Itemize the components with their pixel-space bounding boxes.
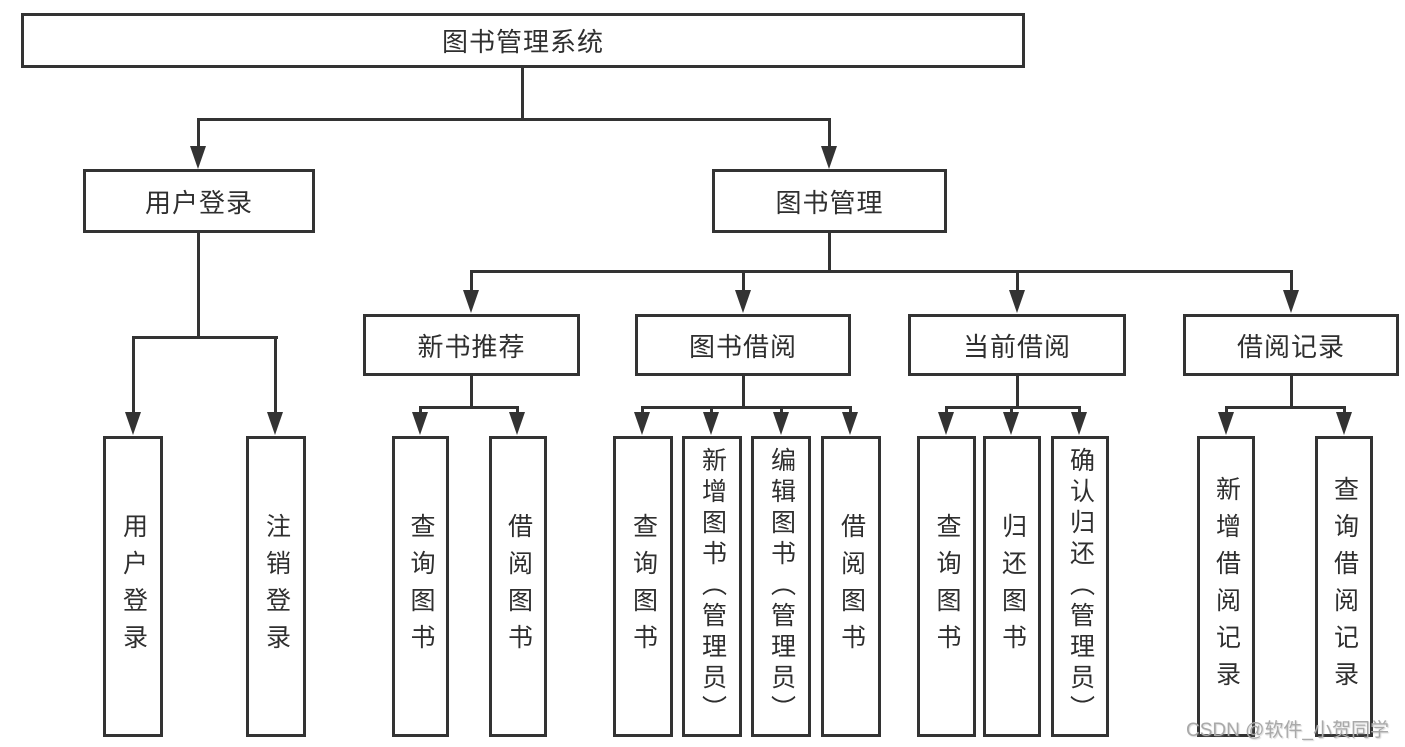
- connector-bookmgmt-drop1: [470, 270, 473, 292]
- connector-newbook-stem: [470, 376, 473, 408]
- down-arrow-icon: [463, 290, 479, 313]
- down-arrow-icon: [634, 412, 650, 435]
- node-leaf-logout: 注销登录: [246, 436, 306, 737]
- node-new-book-recommend: 新书推荐: [363, 314, 580, 376]
- connector-records-stem: [1290, 376, 1293, 408]
- node-leaf-query-books-2: 查询图书: [613, 436, 673, 737]
- down-arrow-icon: [773, 412, 789, 435]
- down-arrow-icon: [1003, 412, 1019, 435]
- connector-newbook-bar: [419, 406, 519, 409]
- node-leaf-query-books-2-label: 查询图书: [629, 512, 658, 661]
- down-arrow-icon: [1218, 412, 1234, 435]
- node-leaf-query-books-3: 查询图书: [917, 436, 976, 737]
- down-arrow-icon: [125, 412, 141, 435]
- node-leaf-query-books-3-label: 查询图书: [933, 512, 961, 661]
- connector-userlogin-bar: [132, 336, 278, 339]
- node-library-system: 图书管理系统: [21, 13, 1025, 68]
- node-leaf-borrow-books-2: 借阅图书: [821, 436, 881, 737]
- down-arrow-icon: [267, 412, 283, 435]
- down-arrow-icon: [509, 412, 525, 435]
- node-leaf-borrow-books-1: 借阅图书: [489, 436, 547, 737]
- node-book-management-label: 图书管理: [775, 187, 884, 218]
- connector-currentborrow-drop1: [945, 406, 948, 416]
- down-arrow-icon: [1071, 412, 1087, 435]
- connector-newbook-drop1: [419, 406, 422, 416]
- node-current-borrowing: 当前借阅: [908, 314, 1126, 376]
- connector-currentborrow-drop3: [1078, 406, 1081, 416]
- connector-root-left-drop: [197, 118, 200, 150]
- node-leaf-confirm-return-admin-label: 确认归还（管理员）: [1066, 447, 1095, 726]
- connector-root-stem: [521, 68, 524, 120]
- node-leaf-user-login-label: 用户登录: [119, 512, 148, 661]
- connector-userlogin-drop1: [132, 336, 135, 414]
- node-leaf-add-borrow-record-label: 新增借阅记录: [1212, 475, 1241, 698]
- connector-records-drop2: [1343, 406, 1346, 416]
- connector-bookborrow-drop1: [641, 406, 644, 416]
- down-arrow-icon: [938, 412, 954, 435]
- connector-currentborrow-stem: [1016, 376, 1019, 408]
- down-arrow-icon: [412, 412, 428, 435]
- connector-userlogin-stem: [197, 233, 200, 339]
- node-current-borrowing-label: 当前借阅: [962, 331, 1071, 362]
- connector-bookborrow-drop3: [780, 406, 783, 416]
- connector-root-bar: [197, 118, 831, 121]
- node-leaf-query-borrow-record-label: 查询借阅记录: [1330, 475, 1359, 698]
- connector-bookborrow-bar: [641, 406, 851, 409]
- node-leaf-edit-books-admin-label: 编辑图书（管理员）: [767, 447, 796, 726]
- node-leaf-query-borrow-record: 查询借阅记录: [1315, 436, 1373, 737]
- node-book-borrowing: 图书借阅: [635, 314, 851, 376]
- connector-bookmgmt-bar: [470, 270, 1293, 273]
- connector-bookmgmt-drop2: [742, 270, 745, 292]
- node-leaf-edit-books-admin: 编辑图书（管理员）: [751, 436, 811, 737]
- connector-bookmgmt-stem: [828, 233, 831, 273]
- node-leaf-query-books-1-label: 查询图书: [407, 512, 435, 661]
- connector-newbook-drop2: [516, 406, 519, 416]
- node-leaf-return-books-label: 归还图书: [998, 512, 1027, 661]
- down-arrow-icon: [1009, 290, 1025, 313]
- connector-bookborrow-drop4: [849, 406, 852, 416]
- node-book-borrowing-label: 图书借阅: [688, 331, 797, 362]
- node-book-management: 图书管理: [712, 169, 947, 233]
- node-leaf-query-books-1: 查询图书: [392, 436, 449, 737]
- node-borrowing-records-label: 借阅记录: [1236, 331, 1345, 362]
- connector-root-right-drop: [828, 118, 831, 150]
- node-leaf-borrow-books-2-label: 借阅图书: [837, 512, 866, 661]
- connector-records-drop1: [1225, 406, 1228, 416]
- node-leaf-add-borrow-record: 新增借阅记录: [1197, 436, 1255, 737]
- down-arrow-icon: [842, 412, 858, 435]
- node-library-system-label: 图书管理系统: [441, 27, 604, 57]
- connector-records-bar: [1225, 406, 1345, 409]
- down-arrow-icon: [1336, 412, 1352, 435]
- connector-bookmgmt-drop4: [1290, 270, 1293, 292]
- node-leaf-confirm-return-admin: 确认归还（管理员）: [1051, 436, 1109, 737]
- connector-currentborrow-drop2: [1010, 406, 1013, 416]
- connector-bookmgmt-drop3: [1016, 270, 1019, 292]
- csdn-watermark: CSDN @软件_小贺同学: [1186, 720, 1389, 741]
- down-arrow-icon: [190, 146, 206, 169]
- down-arrow-icon: [1283, 290, 1299, 313]
- node-leaf-add-books-admin: 新增图书（管理员）: [682, 436, 742, 737]
- node-user-login-label: 用户登录: [144, 187, 253, 218]
- node-leaf-borrow-books-1-label: 借阅图书: [504, 512, 533, 661]
- node-leaf-add-books-admin-label: 新增图书（管理员）: [698, 447, 727, 726]
- node-borrowing-records: 借阅记录: [1183, 314, 1399, 376]
- connector-bookborrow-stem: [742, 376, 745, 408]
- connector-currentborrow-bar: [945, 406, 1081, 409]
- down-arrow-icon: [821, 146, 837, 169]
- node-leaf-user-login: 用户登录: [103, 436, 163, 737]
- down-arrow-icon: [735, 290, 751, 313]
- node-user-login: 用户登录: [83, 169, 315, 233]
- node-leaf-logout-label: 注销登录: [262, 512, 291, 661]
- node-new-book-recommend-label: 新书推荐: [417, 331, 526, 362]
- down-arrow-icon: [703, 412, 719, 435]
- node-leaf-return-books: 归还图书: [983, 436, 1041, 737]
- connector-bookborrow-drop2: [710, 406, 713, 416]
- connector-userlogin-drop2: [274, 336, 277, 414]
